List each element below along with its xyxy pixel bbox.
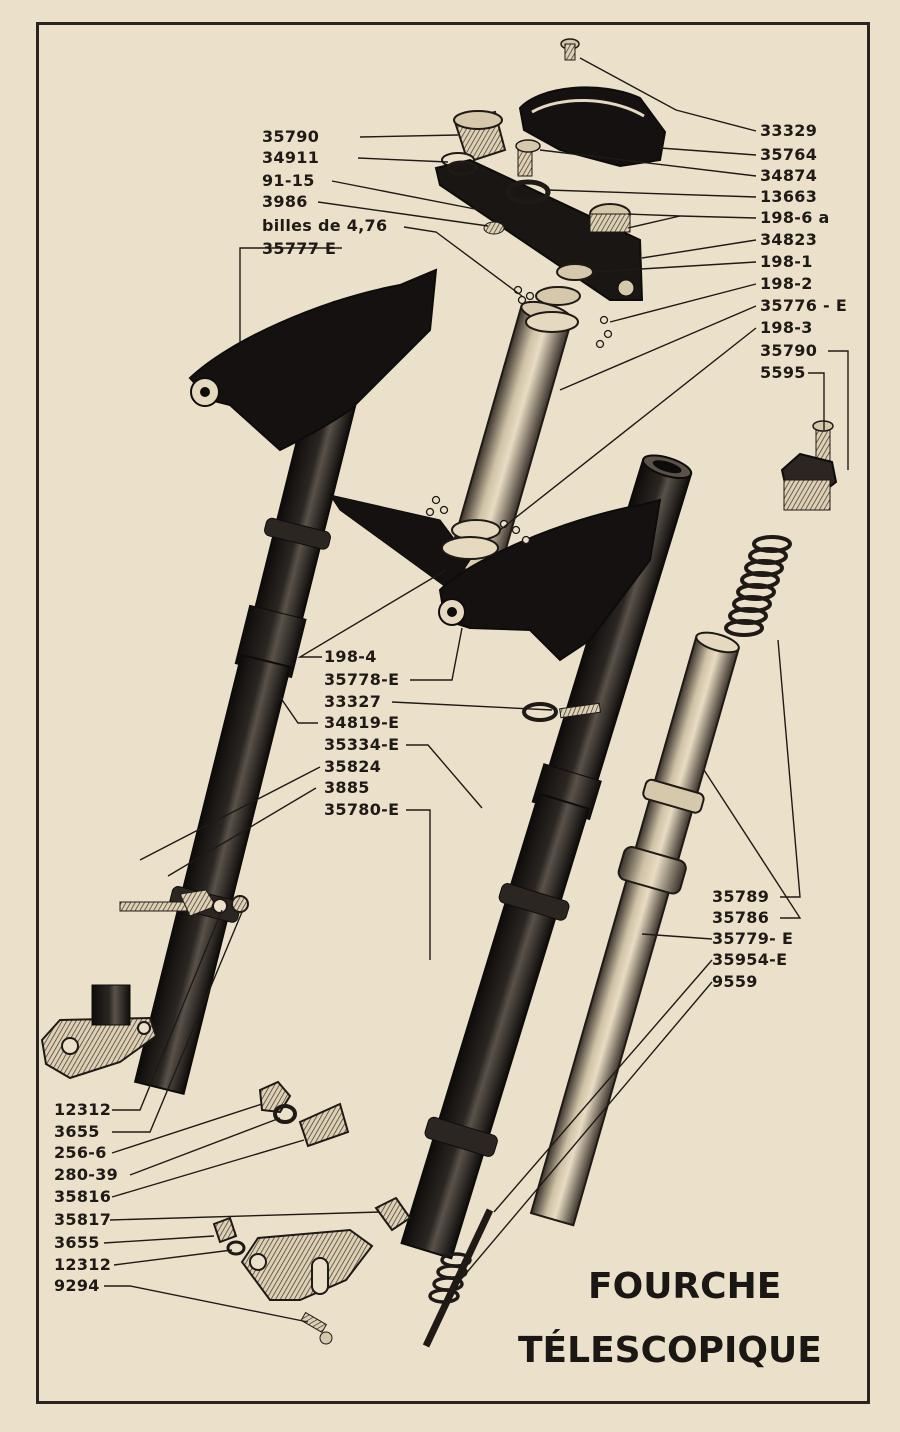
label-35777-e: 35777 E (262, 239, 337, 258)
label-34911: 34911 (262, 148, 320, 167)
label-91-15: 91-15 (262, 171, 315, 190)
label-3655-b: 3655 (54, 1233, 100, 1252)
label-3986: 3986 (262, 192, 308, 211)
label-33327: 33327 (324, 692, 382, 711)
bolt-9294 (300, 1311, 333, 1345)
label-35790-top: 35790 (262, 127, 320, 146)
leader-lines (103, 57, 849, 1323)
label-3655-a: 3655 (54, 1122, 100, 1141)
label-35779-e: 35779- E (712, 929, 794, 948)
label-13663: 13663 (760, 187, 818, 206)
label-9294: 9294 (54, 1276, 100, 1295)
label-billes: billes de 4,76 (262, 216, 388, 235)
label-35816: 35816 (54, 1187, 112, 1206)
label-35817: 35817 (54, 1210, 112, 1229)
filler-plug (780, 420, 838, 511)
label-12312-b: 12312 (54, 1255, 112, 1274)
label-35778-e: 35778-E (324, 670, 400, 689)
label-12312-a: 12312 (54, 1100, 112, 1119)
label-35824: 35824 (324, 757, 382, 776)
diagram-border (36, 22, 870, 1404)
title-line-1: FOURCHE (588, 1266, 782, 1307)
damper-spring (724, 535, 792, 637)
pinch-bolt-upper (522, 702, 602, 722)
label-198-1: 198-1 (760, 252, 813, 271)
label-35954-e: 35954-E (712, 950, 788, 969)
label-35764: 35764 (760, 145, 818, 164)
label-35790-right: 35790 (760, 341, 818, 360)
label-5595: 5595 (760, 363, 806, 382)
screw-33329 (560, 38, 580, 61)
label-198-2: 198-2 (760, 274, 813, 293)
label-198-4: 198-4 (324, 647, 377, 666)
top-cap-nut (441, 110, 507, 168)
label-35789: 35789 (712, 887, 770, 906)
label-256-6: 256-6 (54, 1143, 107, 1162)
label-34874: 34874 (760, 166, 818, 185)
label-35786: 35786 (712, 908, 770, 927)
label-35334-e: 35334-E (324, 735, 400, 754)
label-34819-e: 34819-E (324, 713, 400, 732)
label-198-6a: 198-6 a (760, 208, 830, 227)
label-33329: 33329 (760, 121, 818, 140)
bearing-balls (425, 285, 613, 545)
label-35780-e: 35780-E (324, 800, 400, 819)
label-9559: 9559 (712, 972, 758, 991)
title-line-2: TÉLESCOPIQUE (518, 1330, 822, 1371)
label-34823: 34823 (760, 230, 818, 249)
label-198-3: 198-3 (760, 318, 813, 337)
label-280-39: 280-39 (54, 1165, 119, 1184)
label-3885: 3885 (324, 778, 370, 797)
pinch-bolt-lower (119, 889, 249, 917)
label-35776-e: 35776 - E (760, 296, 848, 315)
